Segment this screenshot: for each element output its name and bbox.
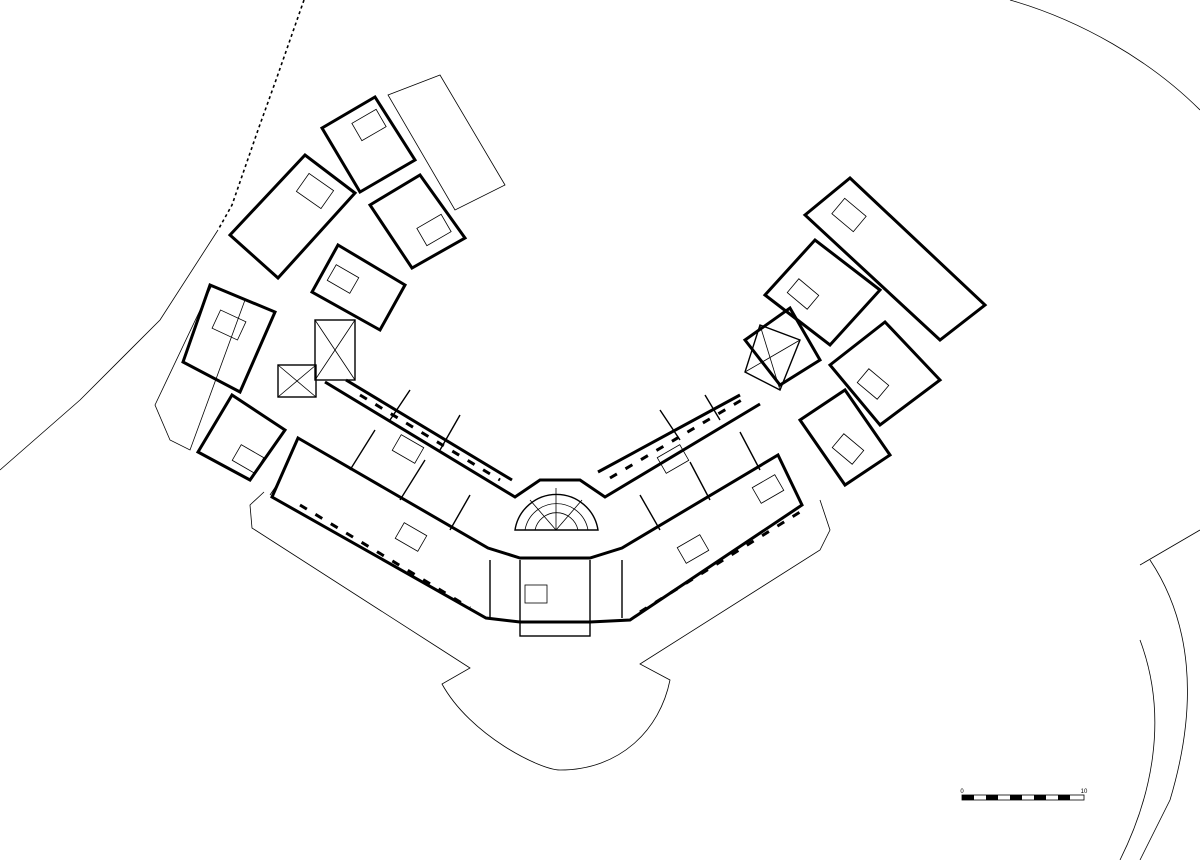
window-marks — [299, 393, 801, 614]
scale-end-label: 10 — [1081, 789, 1088, 795]
central-building — [270, 378, 804, 637]
scale-start-label: 0 — [960, 789, 964, 795]
scale-bar: 0 10 — [960, 789, 1088, 801]
left-pavilions — [154, 74, 506, 482]
stair-cores — [277, 319, 801, 398]
furniture — [211, 108, 890, 604]
forecourt — [249, 479, 831, 771]
right-pavilions — [742, 176, 988, 488]
central-rooms — [349, 389, 761, 531]
